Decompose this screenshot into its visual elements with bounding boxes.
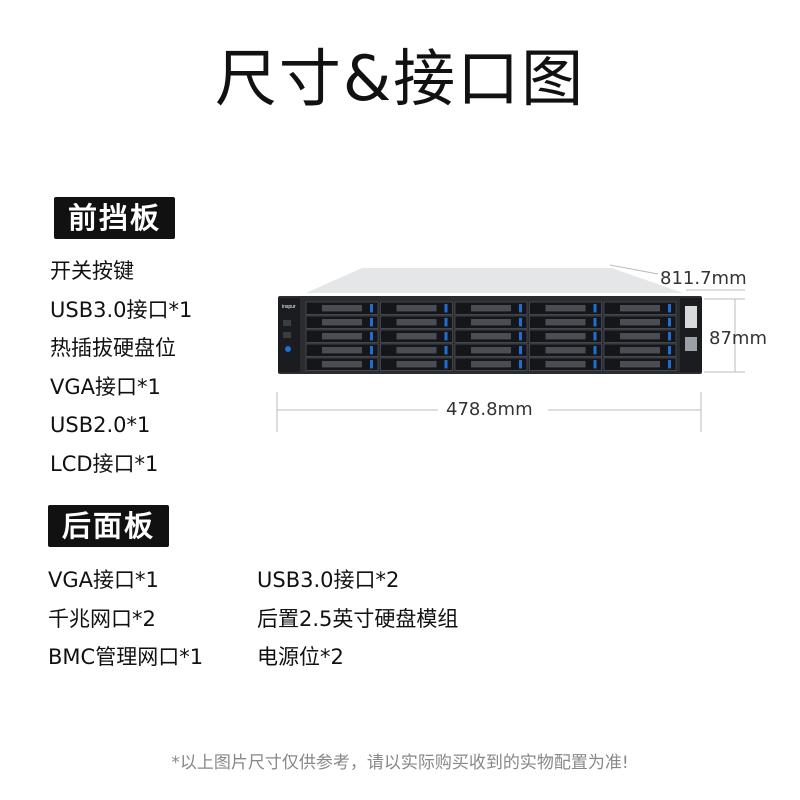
front-panel-list: 开关按键 USB3.0接口*1 热插拔硬盘位 VGA接口*1 USB2.0*1 …	[50, 255, 192, 486]
chassis-top	[306, 268, 683, 293]
drive-bay-led	[519, 304, 522, 313]
rear-panel-item: 千兆网口*2	[48, 606, 156, 631]
drive-bay-vent	[396, 319, 437, 326]
usb-port-icon	[283, 320, 291, 326]
drive-bay-vent	[471, 319, 511, 326]
drive-bay-vent	[396, 361, 437, 368]
drive-bay-led	[519, 360, 522, 369]
drive-bay-vent	[471, 361, 511, 368]
tag-label-icon	[685, 337, 697, 351]
rear-panel-item: BMC管理网口*1	[48, 645, 204, 669]
depth-dimension: 811.7mm	[660, 268, 747, 289]
drive-bay-led	[519, 318, 522, 327]
front-panel-item: LCD接口*1	[50, 451, 159, 476]
drive-bay-grid	[305, 301, 677, 371]
depth-dimension-line	[609, 264, 659, 275]
front-panel-item: USB3.0接口*1	[50, 297, 193, 322]
drive-bay-led	[593, 318, 597, 327]
drive-bay-led	[668, 346, 671, 355]
drive-bay-vent	[322, 305, 362, 312]
footnote: *以上图片尺寸仅供参考，请以实际购买收到的实物配置为准!	[171, 753, 629, 773]
drive-bay-vent	[620, 333, 660, 340]
drive-bay-vent	[545, 319, 586, 326]
front-panel-badge: 前挡板	[54, 197, 176, 239]
drive-bay-led	[444, 360, 448, 369]
drive-bay-vent	[545, 333, 586, 340]
drive-bay-led	[668, 332, 671, 341]
vga-port-icon	[283, 332, 291, 338]
power-button-icon	[285, 346, 291, 352]
drive-bay-led	[444, 304, 448, 313]
drive-bay-vent	[620, 319, 660, 326]
rear-panel-badge: 后面板	[48, 505, 170, 547]
drive-bay-led	[519, 346, 522, 355]
drive-bay-vent	[620, 305, 660, 312]
drive-bay-led	[593, 346, 597, 355]
drive-bay-led	[444, 346, 448, 355]
drive-bay-led	[593, 360, 597, 369]
drive-bay-led	[668, 304, 671, 313]
drive-bay-vent	[620, 347, 660, 354]
drive-bay-led	[668, 318, 671, 327]
front-panel-item: 热插拔硬盘位	[50, 336, 176, 360]
drive-bay-vent	[545, 305, 586, 312]
drive-bay-vent	[471, 333, 511, 340]
drive-bay-led	[444, 332, 448, 341]
drive-bay-led	[370, 360, 373, 369]
drive-bay-vent	[471, 347, 511, 354]
drive-bay-led	[370, 346, 373, 355]
rear-panel-list: VGA接口*1 USB3.0接口*2 千兆网口*2 后置2.5英寸硬盘模组 BM…	[48, 564, 497, 680]
drive-bay-vent	[396, 305, 437, 312]
height-dimension: 87mm	[709, 328, 767, 349]
drive-bay-led	[370, 304, 373, 313]
drive-bay-led	[668, 360, 671, 369]
drive-bay-vent	[471, 305, 511, 312]
drive-bay-vent	[620, 361, 660, 368]
rear-panel-item: 电源位*2	[257, 645, 344, 669]
drive-bay-led	[519, 332, 522, 341]
front-panel-item: VGA接口*1	[50, 374, 161, 399]
drive-bay-led	[593, 304, 597, 313]
drive-bay-vent	[322, 333, 362, 340]
drive-bay-vent	[545, 347, 586, 354]
rear-panel-item: USB3.0接口*2	[257, 568, 400, 592]
drive-bay-led	[593, 332, 597, 341]
front-panel-item: USB2.0*1	[50, 413, 151, 437]
drive-bay-vent	[545, 361, 586, 368]
rear-panel-item: 后置2.5英寸硬盘模组	[257, 606, 459, 631]
page-title: 尺寸&接口图	[214, 42, 586, 115]
width-dimension: 478.8mm	[446, 399, 533, 420]
brand-logo: inspur	[282, 304, 296, 310]
drive-bay-led	[370, 318, 373, 327]
front-panel-item: 开关按键	[50, 259, 134, 283]
drive-bay-vent	[322, 347, 362, 354]
rear-panel-item: VGA接口*1	[48, 568, 159, 592]
drive-bay-vent	[396, 347, 437, 354]
lcd-panel-icon	[685, 306, 697, 328]
drive-bay-vent	[322, 319, 362, 326]
drive-bay-led	[370, 332, 373, 341]
drive-bay-vent	[322, 361, 362, 368]
drive-bay-vent	[396, 333, 437, 340]
drive-bay-led	[444, 318, 448, 327]
